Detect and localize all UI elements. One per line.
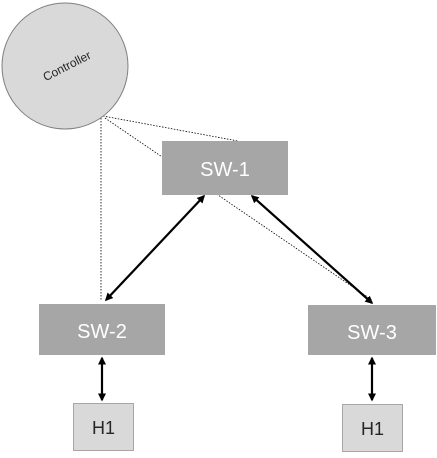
control-links [100, 115, 373, 301]
data-links [98, 194, 376, 402]
switch-label: SW-1 [200, 159, 250, 181]
host-label: H1 [361, 419, 384, 439]
switch-sw2: SW-2 [39, 304, 165, 355]
switch-box [308, 305, 436, 355]
host-label: H1 [92, 418, 115, 438]
switch-box [162, 141, 288, 195]
switch-box [39, 304, 165, 355]
controller-circle [1, 2, 129, 130]
switch-label: SW-2 [77, 321, 127, 343]
switch-label: SW-3 [347, 322, 397, 344]
host-box [342, 404, 403, 452]
controller-node: Controller [1, 2, 129, 130]
host-h1-right: H1 [342, 404, 403, 452]
switch-sw3: SW-3 [308, 305, 436, 355]
switch-sw1: SW-1 [162, 141, 288, 195]
host-h1-left: H1 [73, 403, 134, 451]
link-sw1-sw3 [250, 195, 374, 304]
host-box [73, 403, 134, 451]
link-sw1-sw2 [104, 194, 206, 302]
control-link-sw1 [102, 115, 239, 142]
